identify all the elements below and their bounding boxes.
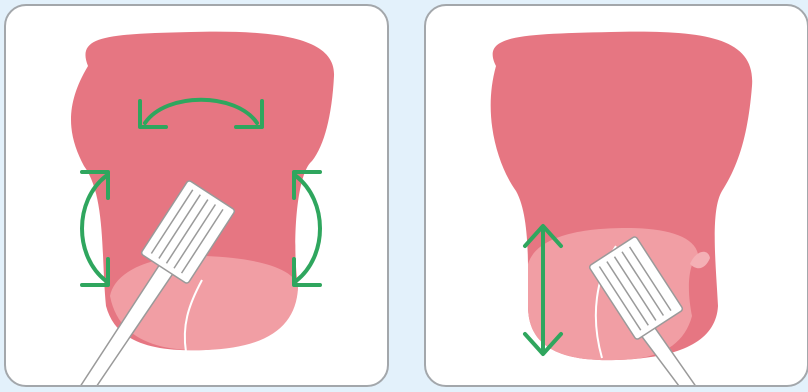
mouth-illustration-left xyxy=(6,6,389,387)
mouth-illustration-right xyxy=(426,6,808,387)
illustration-panel-left xyxy=(4,4,389,387)
illustration-panel-right xyxy=(424,4,808,387)
